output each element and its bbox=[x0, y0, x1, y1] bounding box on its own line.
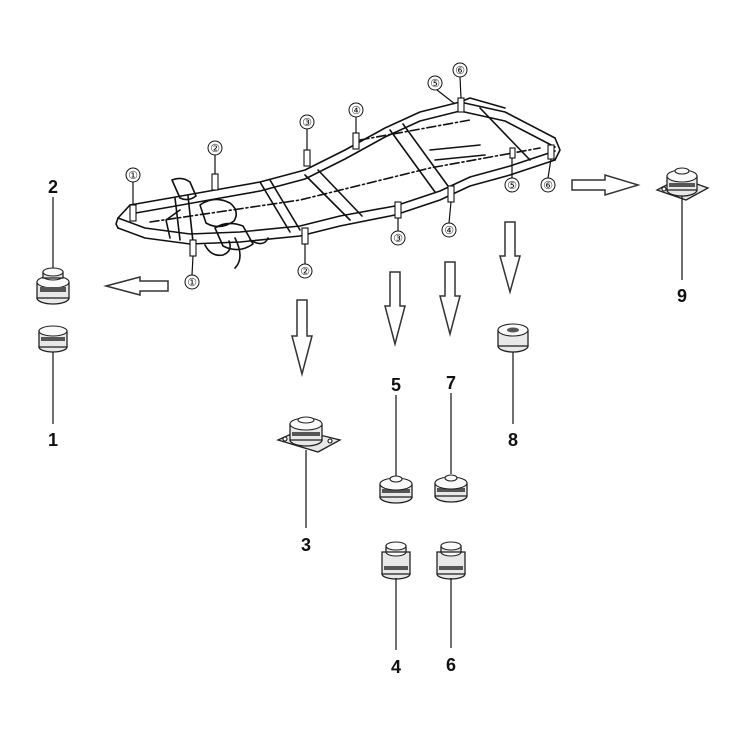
cross-member-rear bbox=[479, 107, 531, 161]
part-labels: 2 1 3 5 7 4 6 8 9 bbox=[48, 177, 687, 677]
frame-mount-bolts bbox=[129, 97, 555, 257]
svg-text:⑤: ⑤ bbox=[430, 77, 440, 90]
callout-6-bottom: ⑥ bbox=[540, 177, 556, 193]
frame-left-rail-inner bbox=[117, 150, 556, 235]
front-suspension bbox=[171, 177, 269, 269]
svg-text:⑥: ⑥ bbox=[455, 64, 465, 77]
callout-1-top: ① bbox=[125, 167, 141, 183]
mount-bolt bbox=[303, 149, 311, 167]
part-label-6: 6 bbox=[446, 655, 456, 675]
mount-bolt bbox=[447, 185, 455, 203]
mount-bolt bbox=[211, 173, 219, 191]
svg-text:③: ③ bbox=[302, 116, 312, 129]
callout-4-bottom: ④ bbox=[441, 222, 457, 238]
callout-5-top: ⑤ bbox=[427, 75, 443, 91]
mount-bolt bbox=[189, 239, 197, 257]
mount-bolt bbox=[457, 97, 465, 113]
part-3-flanged-mount bbox=[276, 416, 342, 453]
part-6-bushing bbox=[436, 541, 466, 580]
svg-text:②: ② bbox=[210, 142, 220, 155]
cross-member-4 bbox=[389, 129, 436, 193]
frame-right-rail bbox=[129, 101, 556, 206]
arrow-down-8 bbox=[499, 221, 521, 295]
svg-text:③: ③ bbox=[393, 232, 403, 245]
part-label-7: 7 bbox=[446, 373, 456, 393]
part-8-bushing bbox=[497, 323, 529, 353]
part-7-cushion bbox=[434, 474, 468, 503]
direction-arrows bbox=[103, 173, 641, 377]
part-label-1: 1 bbox=[48, 430, 58, 450]
callout-4-top: ④ bbox=[348, 102, 364, 118]
mount-bolt bbox=[509, 147, 516, 159]
cross-member-front bbox=[174, 197, 181, 241]
cross-member-3 bbox=[304, 174, 351, 221]
svg-text:④: ④ bbox=[444, 224, 454, 237]
callout-2-bottom: ② bbox=[297, 263, 313, 279]
mount-bolt bbox=[301, 227, 309, 245]
svg-text:⑤: ⑤ bbox=[507, 179, 517, 192]
arrow-right bbox=[571, 173, 641, 197]
mount-bolt bbox=[547, 144, 555, 160]
mount-bolt bbox=[129, 204, 137, 222]
svg-text:⑥: ⑥ bbox=[543, 179, 553, 192]
frame-left-rail bbox=[117, 159, 556, 245]
part-2-cushion bbox=[36, 267, 70, 305]
vehicle-frame bbox=[115, 97, 561, 269]
cross-member-2 bbox=[259, 181, 291, 233]
part-5-cushion bbox=[379, 475, 413, 504]
part-label-2: 2 bbox=[48, 177, 58, 197]
cross-member-5 bbox=[429, 144, 481, 151]
part-9-flanged-mount bbox=[655, 167, 710, 201]
frame-right-rail-inner bbox=[129, 110, 556, 215]
arrow-left bbox=[103, 276, 169, 296]
part-label-4: 4 bbox=[391, 657, 401, 677]
callout-3-bottom: ③ bbox=[390, 230, 406, 246]
part-1-cushion bbox=[38, 325, 68, 353]
callout-6-top: ⑥ bbox=[452, 62, 468, 78]
svg-text:①: ① bbox=[187, 276, 197, 289]
callout-3-top: ③ bbox=[299, 114, 315, 130]
callout-2-top: ② bbox=[207, 140, 223, 156]
callout-1-bottom: ① bbox=[184, 274, 200, 290]
svg-text:④: ④ bbox=[351, 104, 361, 117]
mount-bolt bbox=[394, 201, 402, 219]
frame-callouts: ① ① ② ② ③ ③ ④ ④ ⑤ ⑤ ⑥ ⑥ bbox=[125, 62, 556, 290]
part-4-bushing bbox=[381, 541, 411, 580]
svg-text:②: ② bbox=[300, 265, 310, 278]
mount-bolt bbox=[352, 132, 360, 150]
arrow-down-7 bbox=[439, 261, 461, 337]
callout-5-bottom: ⑤ bbox=[504, 177, 520, 193]
svg-text:①: ① bbox=[128, 169, 138, 182]
part-label-8: 8 bbox=[508, 430, 518, 450]
arrow-down-3 bbox=[291, 299, 313, 377]
part-label-9: 9 bbox=[677, 286, 687, 306]
part-label-5: 5 bbox=[391, 375, 401, 395]
arrow-down-5 bbox=[384, 271, 406, 347]
part-label-3: 3 bbox=[301, 535, 311, 555]
